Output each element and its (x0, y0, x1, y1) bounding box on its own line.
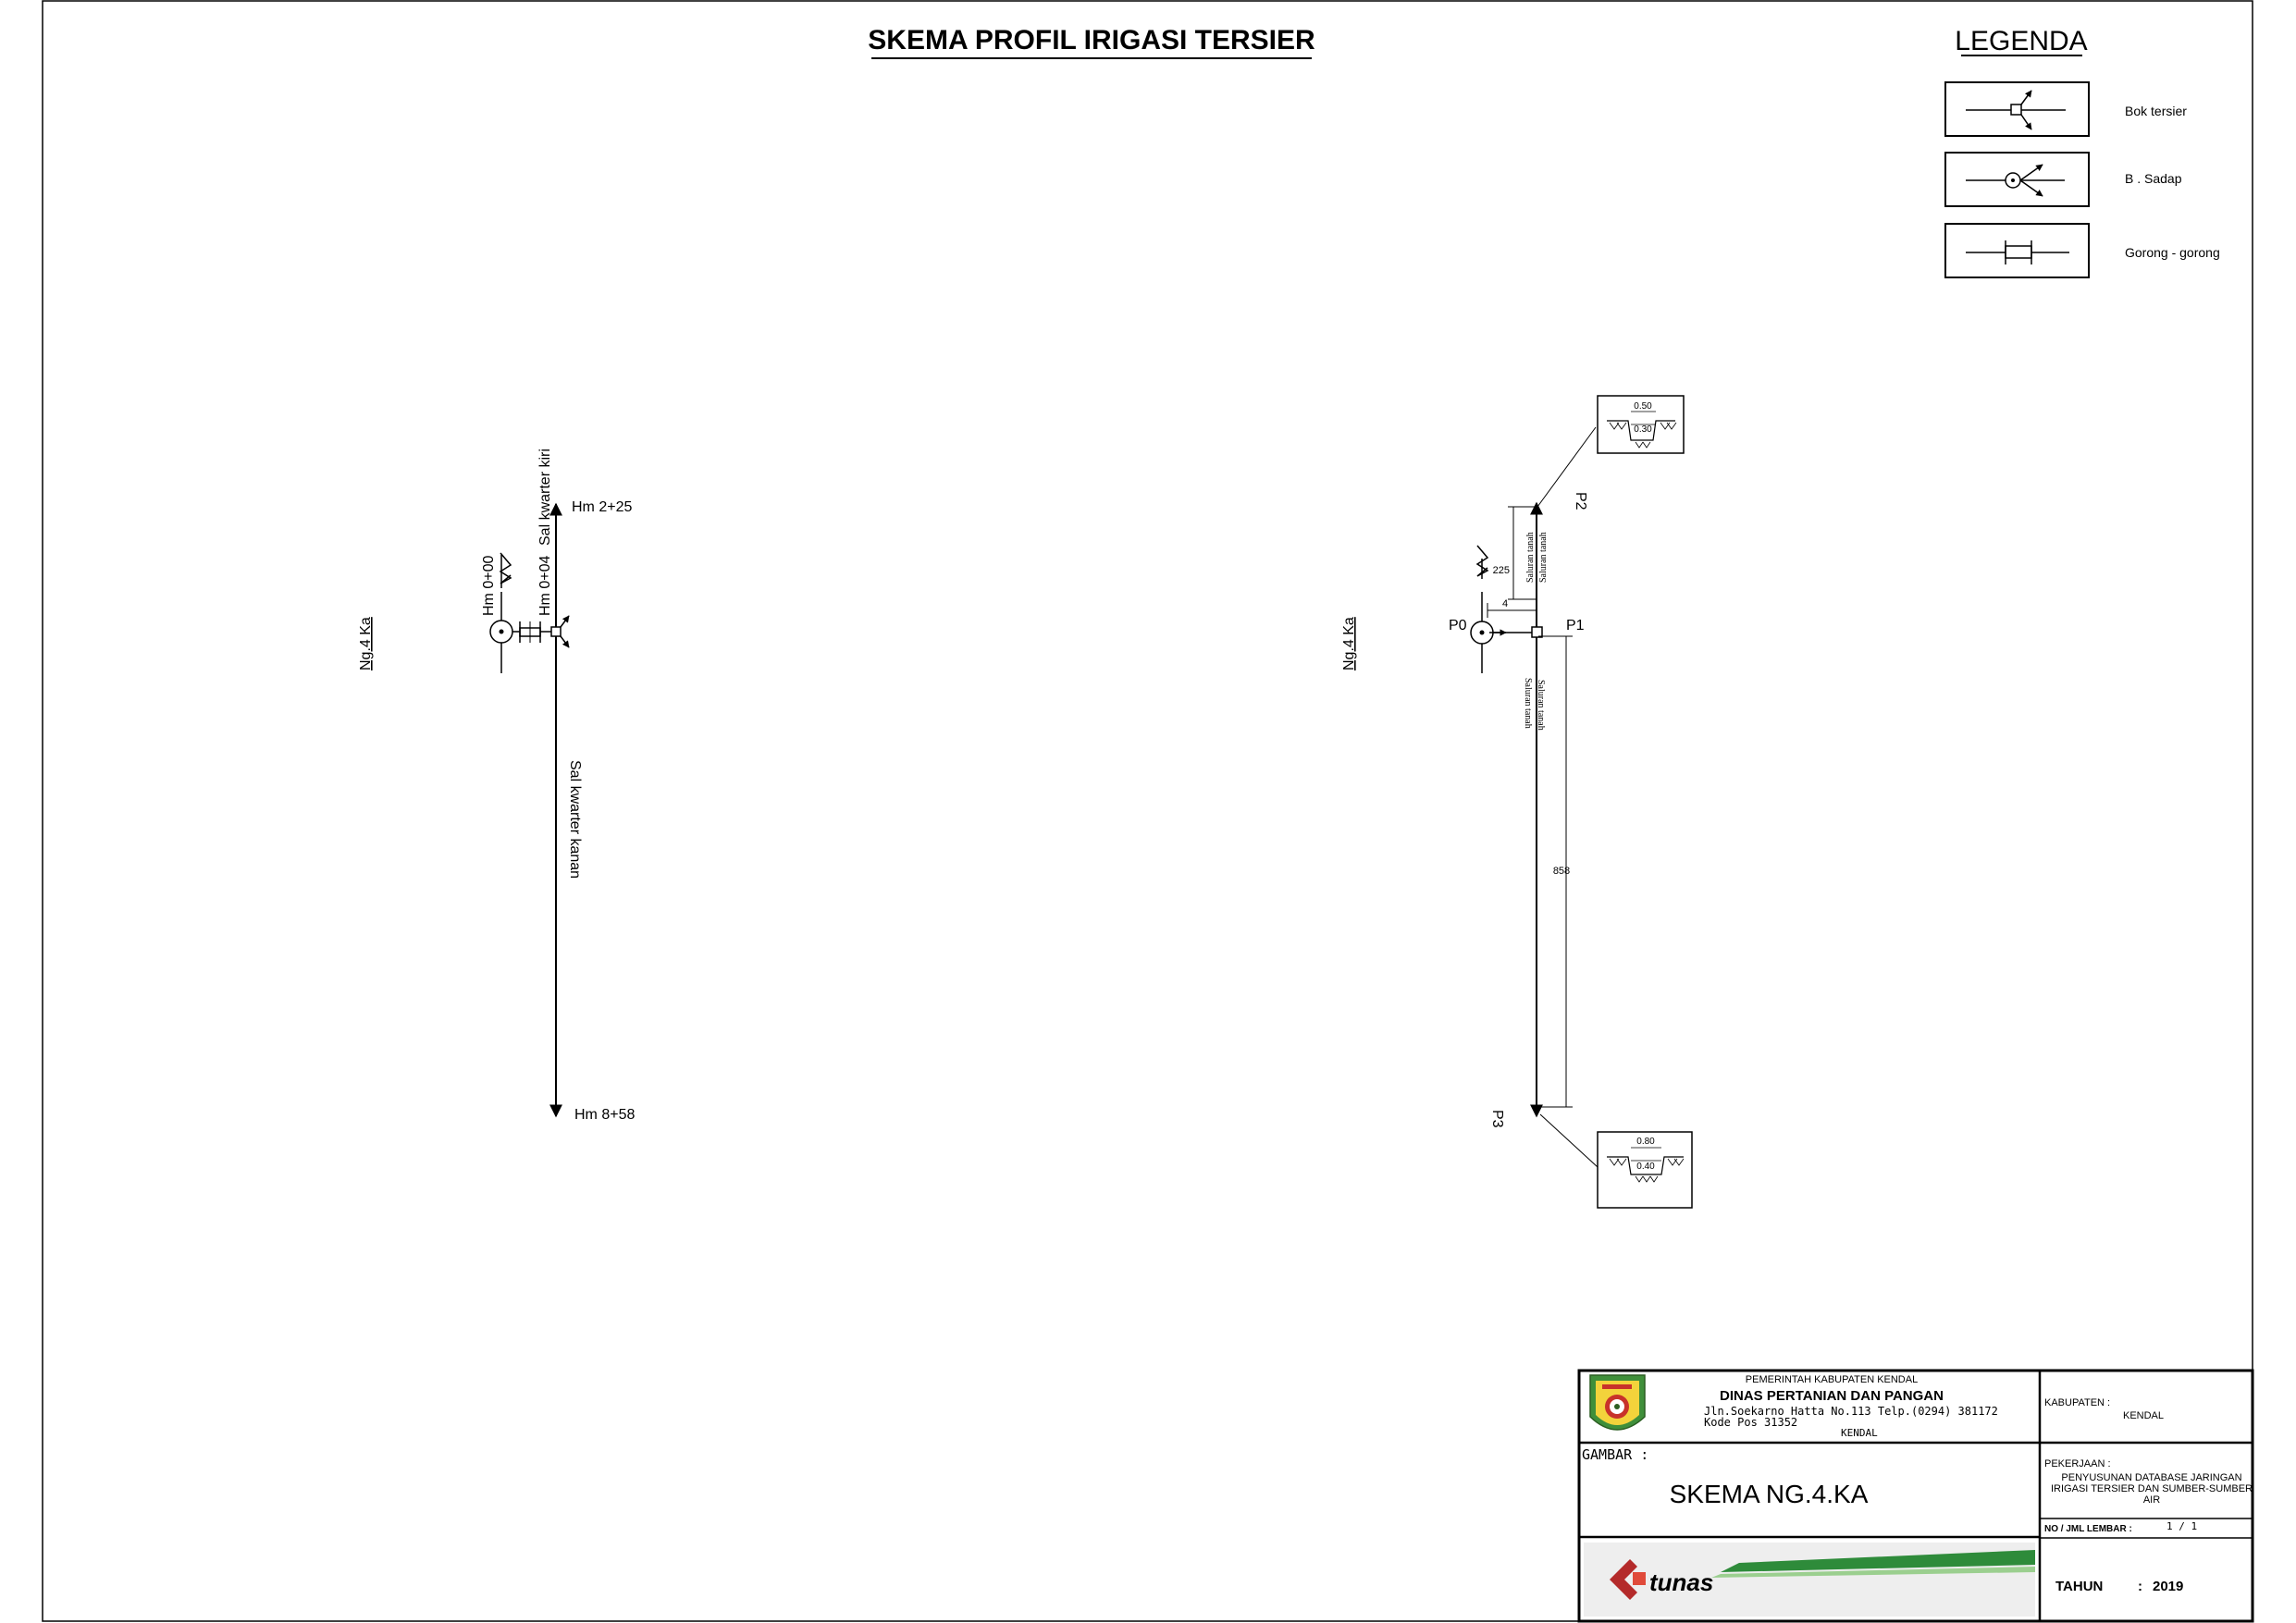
section-bottom-depth: 0.40 (1636, 1162, 1655, 1172)
left-hm-bottom: Hm 8+58 (574, 1107, 635, 1123)
tb-tahun-sep: : (2138, 1579, 2142, 1594)
point-p1: P1 (1566, 618, 1585, 633)
tb-postcode: Kode Pos 31352 (1704, 1416, 1797, 1429)
tb-tahun-value: 2019 (2153, 1579, 2183, 1594)
tb-gambar-label: GAMBAR : (1582, 1446, 1648, 1463)
legend-item-gorong: Gorong - gorong (1944, 223, 2220, 278)
left-channel-kanan: Sal kwarter kanan (567, 760, 583, 879)
section-top-width: 0.50 (1634, 401, 1652, 412)
tb-pekerjaan-line3: AIR (2143, 1494, 2160, 1506)
left-schema: Ng.4 Ka Hm 2+25 Hm (358, 449, 635, 1123)
right-channel-lower-label-a: Saluran tanah (1523, 678, 1533, 729)
left-hm-top: Hm 2+25 (572, 499, 632, 515)
left-sadap-icon (489, 620, 513, 644)
cross-section-top: 0.50 0.30 (1597, 395, 1685, 454)
leader-bottom (1539, 1113, 1599, 1168)
left-hm-start: Hm 0+00 (481, 556, 497, 616)
section-bottom-width: 0.80 (1636, 1137, 1655, 1147)
right-side-label: Ng.4 Ka (1341, 617, 1357, 670)
dim-4: 4 (1502, 598, 1508, 609)
right-bok-icon (1531, 626, 1543, 638)
point-p0: P0 (1449, 618, 1467, 633)
tb-address: Jln.Soekarno Hatta No.113 Telp.(0294) 38… (1704, 1405, 1998, 1418)
right-dimension-858: 858 (1538, 635, 1573, 1108)
right-channel-lower-label-b: Saluran tanah (1536, 680, 1546, 731)
tb-kab-label: KABUPATEN : (2044, 1397, 2110, 1408)
legend: LEGENDA Bok tersier B . Sadap (1944, 26, 2220, 278)
right-channel-upper-label-b: Saluran tanah (1538, 532, 1549, 583)
legend-label-gorong: Gorong - gorong (2125, 245, 2220, 260)
dim-225: 225 (1493, 565, 1510, 576)
legend-item-sadap: B . Sadap (1944, 152, 2182, 207)
page-title: SKEMA PROFIL IRIGASI TERSIER (868, 25, 1315, 55)
tb-lembar-label: NO / JML LEMBAR : (2044, 1524, 2132, 1534)
right-schema: Ng.4 Ka 225 4 (1341, 395, 1693, 1209)
left-bok-icon (550, 615, 570, 648)
company-name: tunas (1649, 1568, 1713, 1596)
legend-label-bok: Bok tersier (2125, 104, 2187, 118)
tb-gov: PEMERINTAH KABUPATEN KENDAL (1746, 1374, 1918, 1385)
tunas-logo-icon (1610, 1559, 1646, 1600)
point-p2: P2 (1573, 492, 1588, 510)
left-water-level-icon (499, 552, 512, 588)
bok-tersier-symbol-icon (1966, 90, 2066, 130)
right-sadap-icon (1470, 621, 1507, 645)
dim-858: 858 (1553, 866, 1570, 877)
tb-gambar-value: SKEMA NG.4.KA (1670, 1480, 1869, 1508)
leader-top (1537, 426, 1597, 508)
title-block: PEMERINTAH KABUPATEN KENDAL DINAS PERTAN… (1577, 1369, 2254, 1623)
kendal-emblem-icon (1589, 1374, 1646, 1431)
left-channel-kiri: Sal kwarter kiri (537, 449, 553, 546)
gorong-gorong-symbol-icon (1966, 240, 2069, 264)
legend-heading: LEGENDA (1955, 26, 2087, 56)
tb-pekerjaan-line1: PENYUSUNAN DATABASE JARINGAN (2061, 1472, 2241, 1483)
legend-item-bok-tersier: Bok tersier (1944, 81, 2187, 137)
tb-pekerjaan-label: PEKERJAAN : (2044, 1458, 2111, 1469)
tb-kab-value: KENDAL (2123, 1410, 2164, 1421)
right-water-level-icon (1475, 545, 1489, 579)
tb-tahun-label: TAHUN (2055, 1579, 2103, 1594)
left-hm-box: Hm 0+04 (537, 556, 553, 616)
tb-dept: DINAS PERTANIAN DAN PANGAN (1720, 1388, 1944, 1404)
legend-label-sadap: B . Sadap (2125, 171, 2182, 186)
tb-pekerjaan-line2: IRIGASI TERSIER DAN SUMBER-SUMBER (2051, 1483, 2253, 1494)
right-dimension-225: 225 (1493, 506, 1536, 600)
tb-lembar-value: 1 / 1 (2166, 1520, 2197, 1532)
left-culvert-icon (519, 621, 541, 643)
right-dimension-4: 4 (1487, 598, 1536, 618)
section-top-depth: 0.30 (1634, 424, 1652, 435)
cross-section-bottom: 0.80 0.40 (1597, 1131, 1693, 1209)
point-p3: P3 (1489, 1110, 1505, 1128)
tb-city: KENDAL (1841, 1427, 1878, 1439)
sheet-border (42, 0, 2253, 1622)
company-banner: tunas (1584, 1543, 2035, 1617)
bangunan-sadap-symbol-icon (1966, 164, 2065, 197)
right-channel-upper-label-a: Saluran tanah (1525, 532, 1536, 583)
left-side-label: Ng.4 Ka (358, 617, 374, 670)
